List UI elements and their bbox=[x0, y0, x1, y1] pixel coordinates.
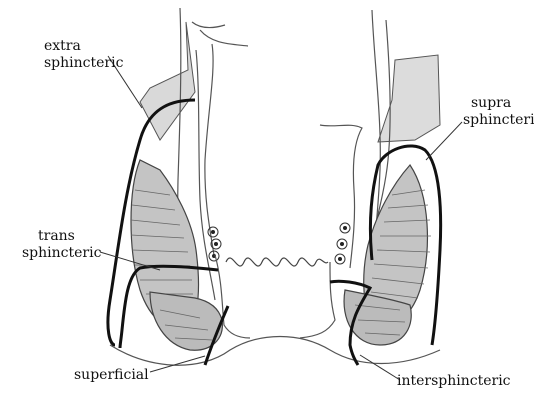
label-trans-sphincteric: trans sphincteric bbox=[22, 228, 101, 262]
label-extra-sphincteric: extra sphincteric bbox=[44, 38, 123, 72]
label-extra-line1: extra bbox=[44, 38, 123, 55]
label-superficial-line1: superficial bbox=[74, 367, 149, 384]
label-superficial: superficial bbox=[74, 367, 149, 384]
anal-glands-right bbox=[335, 223, 350, 264]
external-sphincter-left bbox=[150, 292, 222, 350]
label-inter-line1: intersphincteric bbox=[397, 373, 511, 390]
levator-right bbox=[378, 55, 440, 142]
label-intersphincteric: intersphincteric bbox=[397, 373, 511, 390]
rectal-mucosa-top-right bbox=[320, 125, 362, 268]
anal-canal-right bbox=[300, 262, 335, 338]
rectal-mucosa-top-left bbox=[192, 22, 248, 255]
label-supra-line1: supra bbox=[463, 95, 534, 112]
label-extra-line2: sphincteric bbox=[44, 55, 123, 72]
label-supra-sphincteric: supra sphincteric bbox=[463, 95, 534, 129]
dentate-line bbox=[226, 258, 328, 266]
label-trans-line2: sphincteric bbox=[22, 245, 101, 262]
leader-inter bbox=[360, 355, 400, 380]
label-trans-line1: trans bbox=[22, 228, 101, 245]
label-supra-line2: sphincteric bbox=[463, 112, 534, 129]
